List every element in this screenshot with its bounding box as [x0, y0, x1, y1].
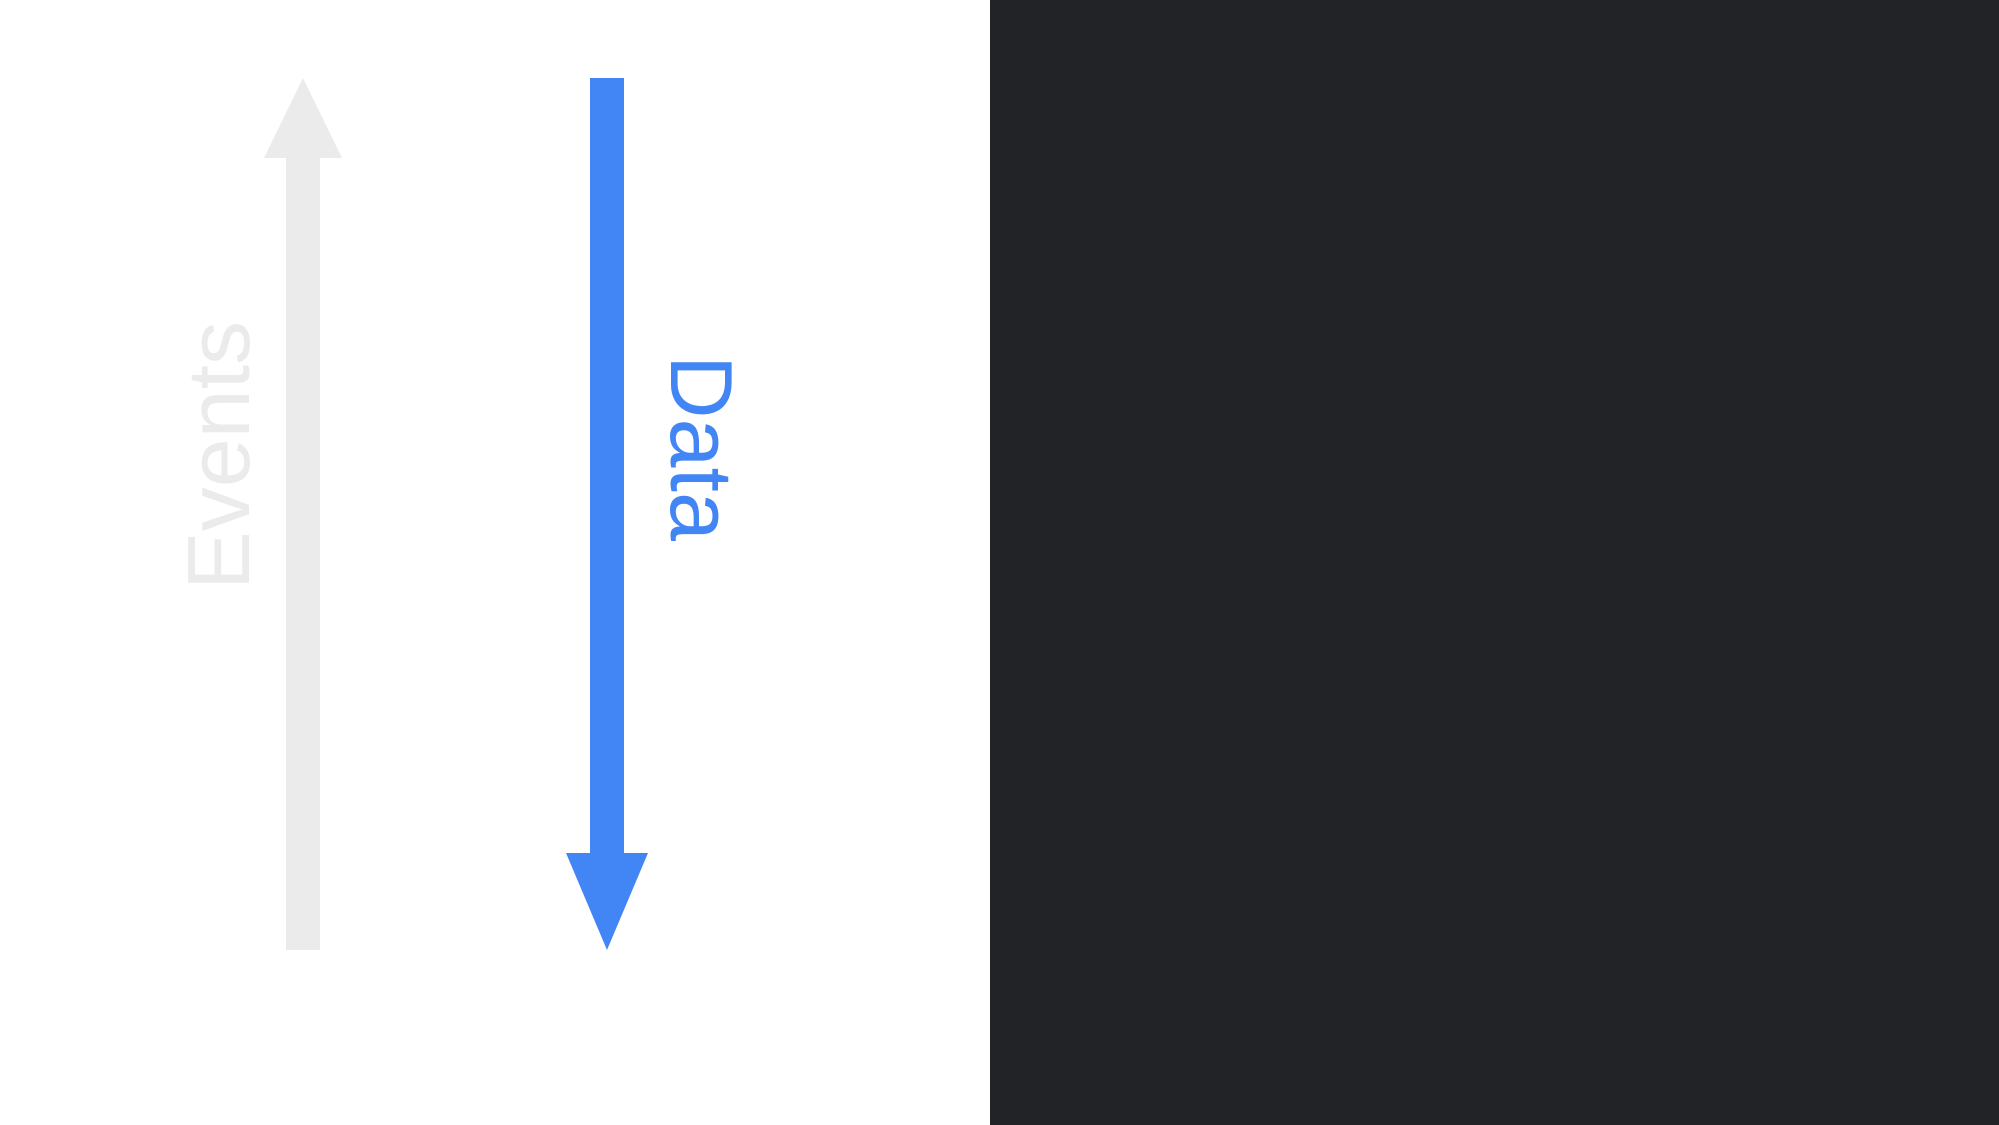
data-arrow-down-icon	[566, 78, 648, 950]
component-tree-panel: Screen NewsFeed Story Widget Story Widge…	[990, 0, 1999, 1125]
events-flow-label: Events	[169, 320, 268, 590]
events-arrow-up-icon	[264, 78, 342, 950]
flow-legend-region: Events Data	[0, 0, 990, 1125]
data-flow-label: Data	[652, 355, 751, 541]
